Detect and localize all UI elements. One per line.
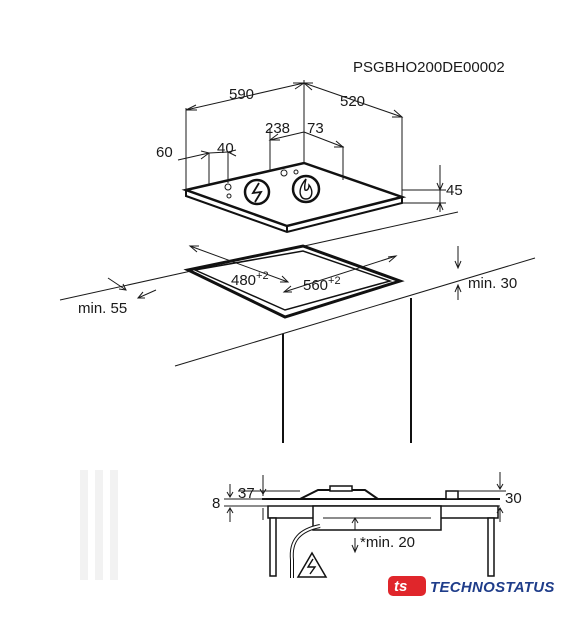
side-section: 8 37 30 *min. 20 <box>212 472 522 578</box>
burner-section <box>299 489 382 500</box>
brand-name: TECHNOSTATUS <box>430 579 555 596</box>
electric-warning-icon <box>243 178 271 206</box>
worktop-front-edge <box>174 257 536 367</box>
electric-hazard-icon <box>296 551 328 578</box>
cutout-width: 480+2 <box>231 270 269 289</box>
hob-perspective: 590 520 238 73 60 40 45 <box>156 80 463 234</box>
dim-width: 590 <box>229 86 254 103</box>
control-dot <box>280 169 288 177</box>
brand-logo-text: ts <box>394 578 407 595</box>
side-left-depth: 37 <box>238 485 255 502</box>
control-dot <box>224 183 232 191</box>
dim-height: 45 <box>446 182 463 199</box>
dim-depth: 520 <box>340 93 365 110</box>
side-right-height: 30 <box>505 490 522 507</box>
watermark <box>80 470 118 580</box>
brand-logo-mark <box>388 576 426 596</box>
dim-edge-left: 60 <box>156 144 173 161</box>
cabinet-side-left <box>269 517 277 577</box>
gas-flame-icon <box>291 174 321 204</box>
worktop-cutout: 480+2 560+2 min. 55 min. 30 <box>59 211 536 443</box>
clearance-label: *min. 20 <box>360 534 415 551</box>
control-dot <box>293 169 299 175</box>
control-dot <box>226 193 232 199</box>
cutout-depth: 560+2 <box>303 275 341 294</box>
cutout-opening <box>183 244 405 319</box>
dim-offset-a: 238 <box>265 120 290 137</box>
knob-section <box>445 490 459 500</box>
brand-logo: ts TECHNOSTATUS <box>388 576 555 596</box>
dim-edge-front: 40 <box>217 140 234 157</box>
min-front-gap: min. 55 <box>78 300 127 317</box>
side-left-height: 8 <box>212 495 220 512</box>
dim-offset-b: 73 <box>307 120 324 137</box>
document-code: PSGBHO200DE00002 <box>353 59 505 76</box>
cabinet-side-right <box>487 517 495 577</box>
min-back-gap: min. 30 <box>468 275 517 292</box>
